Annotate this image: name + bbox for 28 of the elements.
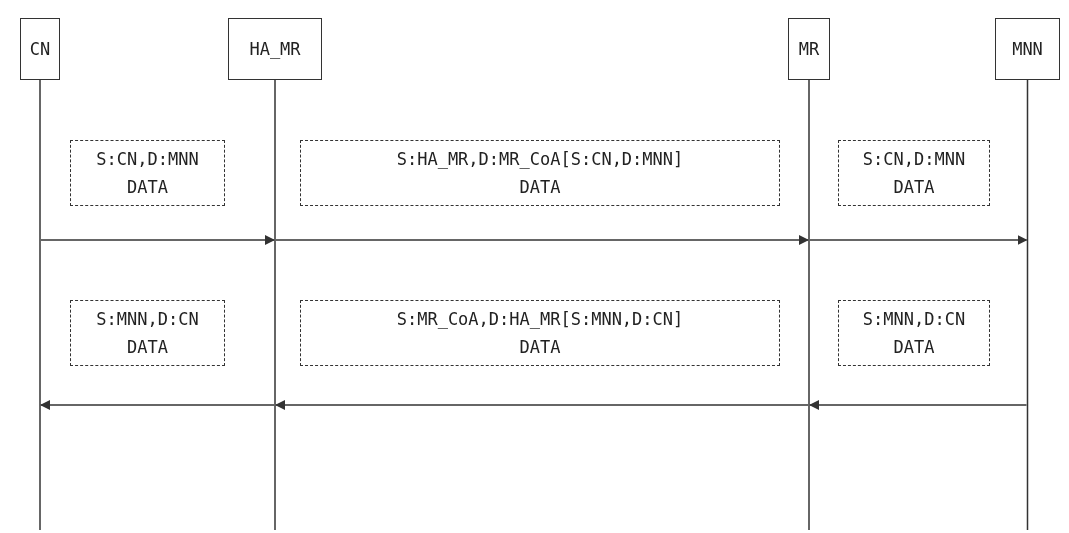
- participant-label: CN: [29, 39, 51, 59]
- packet-payload: DATA: [893, 177, 935, 197]
- packet-box: [300, 300, 780, 366]
- packet-payload: DATA: [127, 177, 168, 197]
- message-arrow: [809, 235, 1028, 245]
- packet-payload: DATA: [127, 337, 168, 357]
- packet-box: [300, 140, 780, 206]
- message-arrow: [40, 400, 275, 410]
- packet-header: S:MNN,D:CN: [862, 309, 966, 329]
- packet-header: S:HA_MR,D:MR_CoA[S:CN,D:MNN]: [396, 149, 684, 169]
- packet-payload: DATA: [519, 337, 561, 357]
- packet-header: S:CN,D:MNN: [862, 149, 966, 169]
- message-arrow: [275, 400, 809, 410]
- message-arrow: [275, 235, 809, 245]
- message-arrow: [40, 235, 275, 245]
- packet-payload: DATA: [519, 177, 561, 197]
- packet-box: [838, 300, 990, 366]
- participant-label: MR: [798, 39, 820, 59]
- packet-payload: DATA: [893, 337, 935, 357]
- packet-header: S:CN,D:MNN: [96, 149, 199, 169]
- packet-box: [70, 300, 225, 366]
- participant-label: MNN: [1012, 39, 1043, 59]
- packet-header: S:MR_CoA,D:HA_MR[S:MNN,D:CN]: [396, 309, 684, 329]
- packet-box: [838, 140, 990, 206]
- message-arrow: [809, 400, 1028, 410]
- participant-label: HA_MR: [249, 39, 301, 59]
- packet-header: S:MNN,D:CN: [96, 309, 199, 329]
- packet-box: [70, 140, 225, 206]
